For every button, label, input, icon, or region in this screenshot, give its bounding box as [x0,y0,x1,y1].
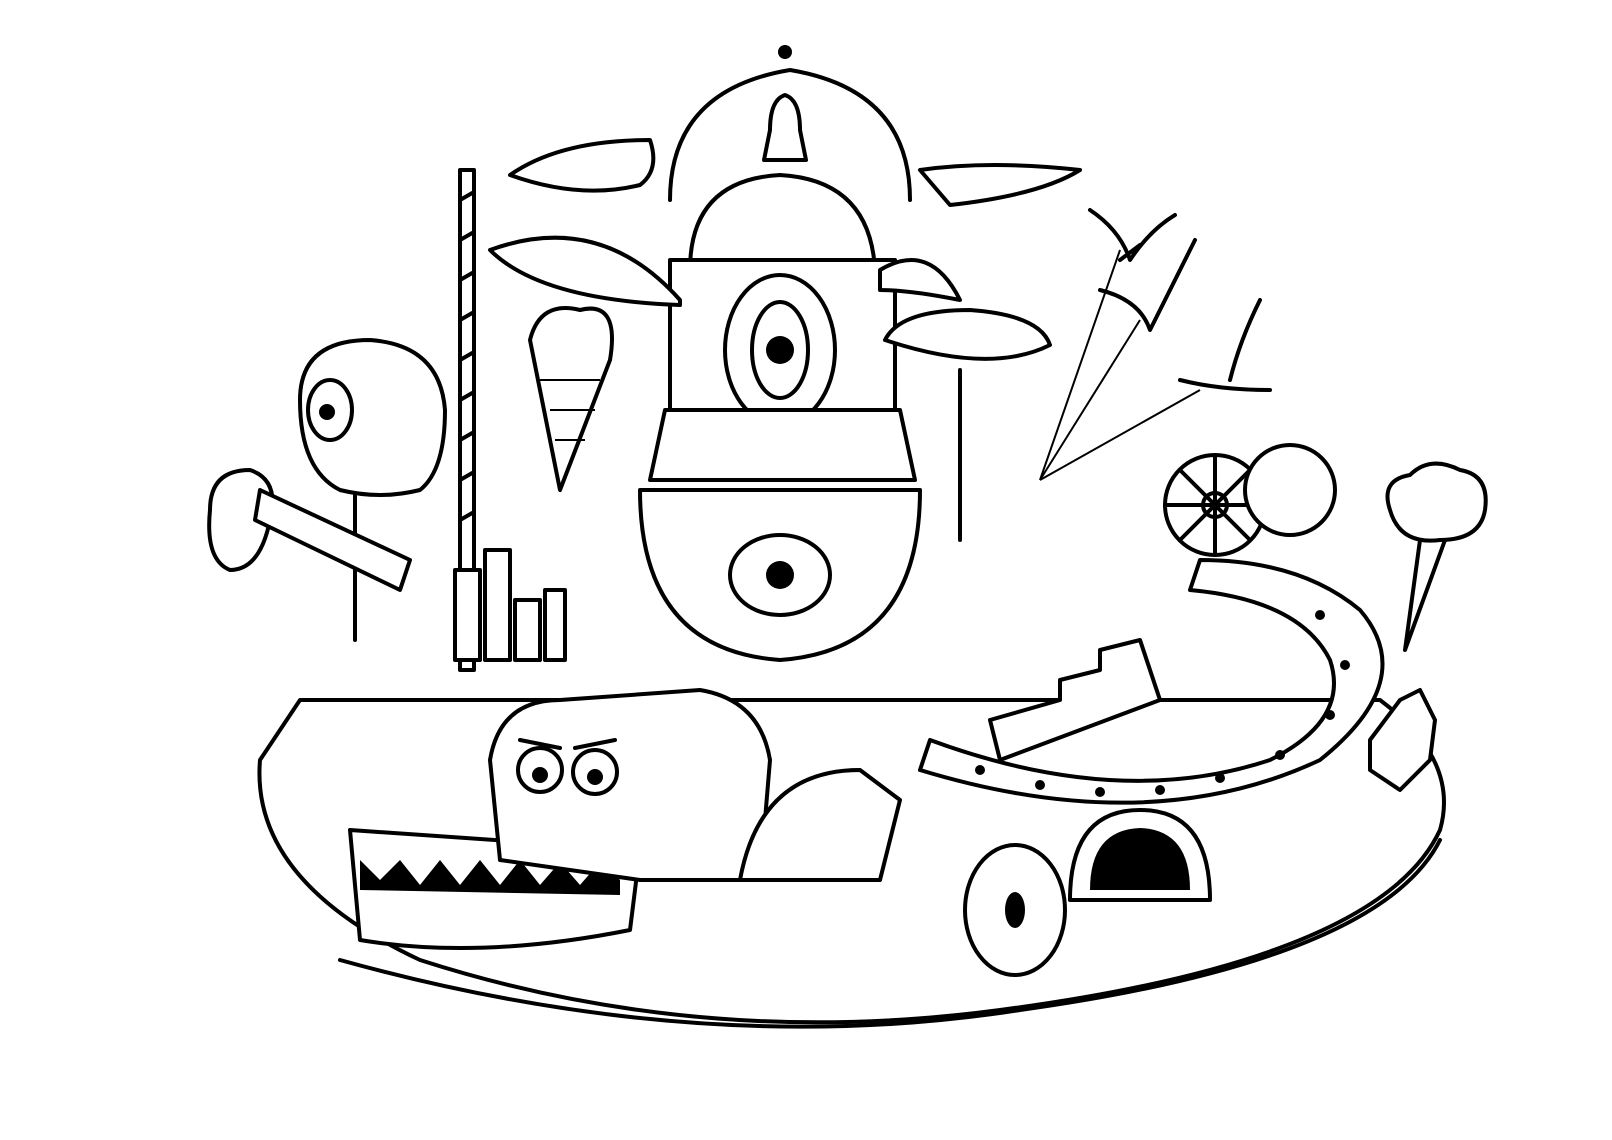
pie-dish [883,308,1052,542]
bell-knob [778,45,792,59]
wing-right [878,258,962,302]
dome-foreground [738,768,902,882]
curved-track [918,558,1385,805]
boxing-glove [207,468,412,592]
birds [1088,208,1272,392]
wing-left [488,235,682,307]
cotton-candy [1385,461,1488,652]
central-tower [638,45,922,662]
ice-cream-cone [528,306,614,492]
stairs [988,638,1162,762]
cog-wheel [963,843,1067,977]
saucer-right [918,163,1082,207]
light-beams [1039,249,1201,481]
reel-wheel [1163,443,1337,557]
saucer-left [508,138,656,193]
pipes [453,548,567,662]
face-bus [488,688,772,882]
bell-icon [762,93,808,162]
striped-pole [458,168,476,672]
pointing-hand [1368,688,1437,792]
eyeball-balloon [298,338,447,642]
tunnel-booth [1068,808,1212,902]
